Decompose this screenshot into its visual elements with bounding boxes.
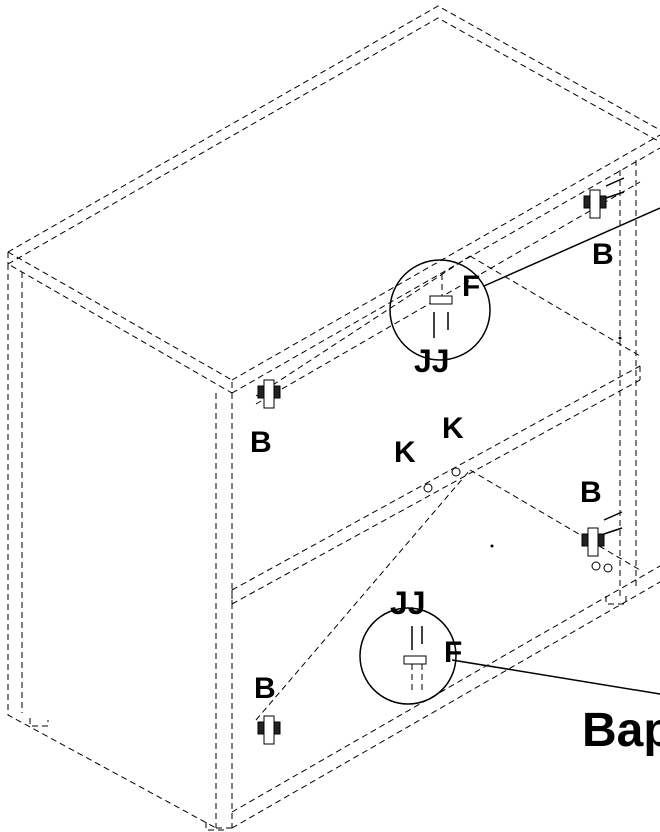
detail-circle-lower [359, 607, 660, 705]
hinge-mid-left [257, 379, 281, 409]
detail-circle-upper [389, 207, 660, 361]
callout-text: Bap [582, 704, 660, 757]
hinge-mid-right [581, 511, 623, 557]
hinge-top-right [583, 177, 625, 219]
label-jj-lower: JJ [390, 585, 426, 621]
label-b-bottom-left: B [254, 672, 276, 705]
label-b-mid-left: B [250, 426, 272, 459]
hinge-bottom-left [257, 715, 281, 745]
label-jj-upper: JJ [414, 343, 450, 379]
label-b-top-right: B [592, 238, 614, 271]
label-b-mid-right: B [580, 476, 602, 509]
cabinet-outline [7, 5, 660, 831]
label-f-lower: F [444, 636, 462, 669]
label-k-left: K [394, 436, 416, 469]
label-f-upper: F [462, 270, 480, 303]
label-k-right: K [442, 412, 464, 445]
